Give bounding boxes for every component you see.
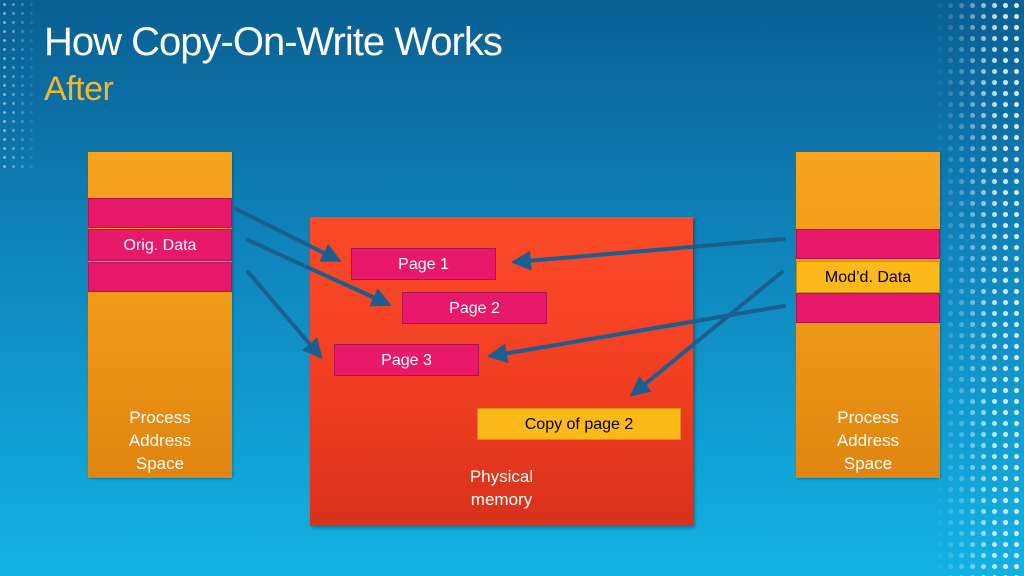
left-page-entry-3 (88, 262, 232, 292)
slide-subtitle: After (44, 70, 114, 108)
copy-of-page-2-block: Copy of page 2 (477, 408, 681, 440)
dot-pattern-left (0, 0, 40, 170)
right-process-space-label: Process Address Space (836, 408, 900, 473)
left-process-space-label: Process Address Space (128, 408, 192, 473)
page-2-block: Page 2 (402, 292, 547, 324)
physical-memory: Page 1 Page 2 Page 3 Copy of page 2 Phys… (310, 217, 693, 526)
right-process-address-space: Mod’d. Data Process Address Space (796, 152, 940, 478)
right-page-entry-3 (796, 293, 940, 323)
slide-title: How Copy-On-Write Works (44, 20, 503, 64)
left-process-address-space: Orig. Data Process Address Space (88, 152, 232, 478)
orig-data-label: Orig. Data (88, 229, 232, 261)
page-1-block: Page 1 (351, 248, 496, 280)
page-3-block: Page 3 (334, 344, 479, 376)
right-page-entry-1 (796, 229, 940, 259)
left-page-entry-1 (88, 198, 232, 228)
modd-data-label: Mod’d. Data (796, 261, 940, 293)
dot-pattern-right (934, 0, 1024, 576)
physical-memory-label: Physical memory (469, 467, 534, 509)
